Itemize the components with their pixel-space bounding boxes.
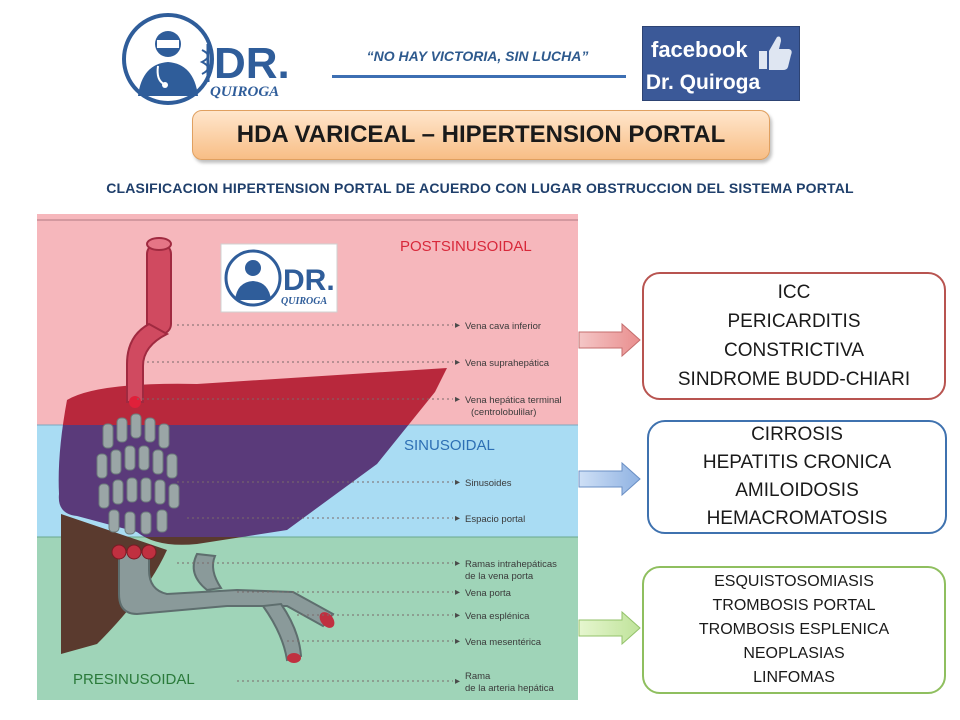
label-rama: Rama: [465, 671, 491, 682]
cause-item: HEMACROMATOSIS: [706, 508, 888, 529]
label-vena-suprahepatica: Vena suprahepática: [465, 358, 550, 369]
zone-label-sinusoidal: SINUSOIDAL: [404, 437, 495, 454]
logo-name-text: QUIROGA: [210, 84, 279, 100]
cause-item: CIRROSIS: [751, 424, 843, 445]
diagram-dr-logo: DR. QUIROGA: [220, 243, 338, 313]
sinusoidal-causes-box: CIRROSIS HEPATITIS CRONICA AMILOIDOSIS H…: [647, 420, 947, 534]
cause-item: TROMBOSIS PORTAL: [712, 597, 876, 614]
slogan-underline: [332, 75, 626, 78]
svg-text:▸: ▸: [455, 513, 460, 524]
svg-text:▸: ▸: [455, 558, 460, 569]
label-vena-cava-inferior: Vena cava inferior: [465, 321, 541, 332]
svg-text:DR.: DR.: [283, 264, 335, 297]
cause-item: ICC: [777, 282, 811, 303]
portal-system-diagram: DR. QUIROGA POSTSINUSOIDAL SINUSOIDAL PR…: [37, 214, 578, 700]
label-centrolobulilar: (centrolobulilar): [471, 407, 536, 418]
cause-item: CONSTRICTIVA: [723, 340, 865, 361]
label-ramas-intrahepaticas: Ramas intrahepáticas: [465, 559, 557, 570]
label-espacio-portal: Espacio portal: [465, 514, 525, 525]
zone-label-presinusoidal: PRESINUSOIDAL: [73, 671, 195, 688]
cause-item: SINDROME BUDD-CHIARI: [677, 369, 911, 390]
svg-text:▸: ▸: [455, 477, 460, 488]
cause-item: LINFOMAS: [753, 669, 835, 686]
presinusoidal-causes-box: ESQUISTOSOMIASIS TROMBOSIS PORTAL TROMBO…: [642, 566, 946, 694]
facebook-badge[interactable]: facebook Dr. Quiroga: [642, 26, 800, 101]
cause-item: NEOPLASIAS: [743, 645, 845, 662]
dr-quiroga-logo: DR. QUIROGA: [120, 10, 305, 108]
label-arteria-hepatica: de la arteria hepática: [465, 683, 554, 694]
label-vena-mesenterica: Vena mesentérica: [465, 637, 542, 648]
label-vena-porta: Vena porta: [465, 588, 512, 599]
page-title: HDA VARICEAL – HIPERTENSION PORTAL: [192, 110, 770, 160]
svg-text:▸: ▸: [455, 676, 460, 687]
svg-text:▸: ▸: [455, 357, 460, 368]
portal-vein-branches: [118, 551, 335, 662]
label-vena-hepatica-terminal: Vena hepática terminal: [465, 395, 562, 406]
svg-text:▸: ▸: [455, 394, 460, 405]
svg-text:▸: ▸: [455, 587, 460, 598]
svg-text:QUIROGA: QUIROGA: [281, 296, 327, 307]
label-de-la-vena-porta: de la vena porta: [465, 571, 534, 582]
cause-item: AMILOIDOSIS: [735, 480, 859, 501]
vena-cava-inferior: [146, 243, 172, 335]
sinusoid-lobule: [96, 413, 180, 535]
postsinusoidal-causes-box: ICC PERICARDITIS CONSTRICTIVA SINDROME B…: [642, 272, 946, 400]
cause-item: ESQUISTOSOMIASIS: [714, 573, 874, 590]
svg-text:▸: ▸: [455, 636, 460, 647]
cause-item: HEPATITIS CRONICA: [702, 452, 892, 473]
arrow-postsinusoidal-icon: [578, 322, 641, 358]
cause-item: PERICARDITIS: [727, 311, 861, 332]
cause-item: TROMBOSIS ESPLENICA: [698, 621, 890, 638]
slogan: “NO HAY VICTORIA, SIN LUCHA”: [366, 48, 589, 64]
label-sinusoides: Sinusoides: [465, 478, 512, 489]
arrow-presinusoidal-icon: [578, 610, 641, 646]
facebook-wordmark: facebook: [651, 37, 748, 62]
thumbs-up-icon: [759, 36, 792, 70]
zone-label-postsinusoidal: POSTSINUSOIDAL: [400, 238, 532, 255]
page-subtitle: CLASIFICACION HIPERTENSION PORTAL DE ACU…: [106, 180, 854, 196]
facebook-page-name: Dr. Quiroga: [645, 71, 761, 94]
svg-text:▸: ▸: [455, 610, 460, 621]
label-vena-esplenica: Vena esplénica: [465, 611, 530, 622]
svg-text:▸: ▸: [455, 320, 460, 331]
logo-brand-text: DR.: [214, 39, 290, 88]
arrow-sinusoidal-icon: [578, 461, 641, 497]
